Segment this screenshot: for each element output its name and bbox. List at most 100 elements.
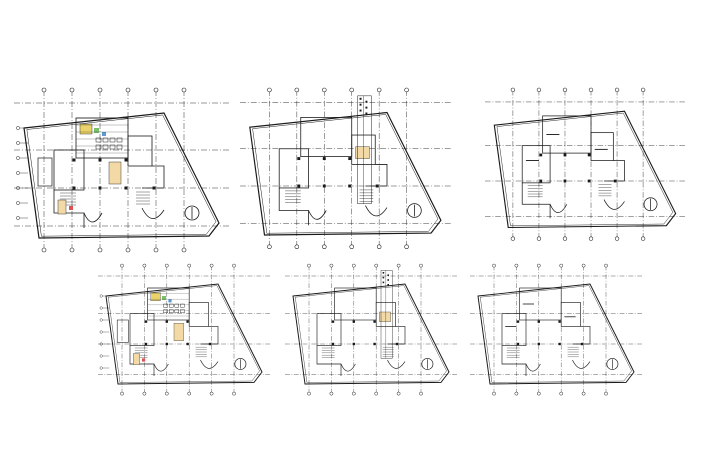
grid-bubble [536,391,541,396]
grid-bubble [164,263,169,268]
room-fill [150,292,161,301]
grid-bubble [322,244,327,250]
column [186,320,189,323]
column [387,274,389,276]
grid-bubble [351,263,356,268]
grid-bubble [153,87,159,93]
grid-bubble [374,263,379,268]
column [516,342,520,346]
grid-bubble [329,391,334,396]
grid-bubble [374,391,379,396]
room-fill [133,353,140,365]
dimension-bubble [16,171,20,175]
dimension-bubble [16,156,20,160]
column [395,342,399,346]
grid-bubble [376,244,382,250]
service-shaft [357,95,372,204]
column [587,153,591,157]
column [144,342,148,346]
column [72,186,76,190]
grid-bubble [232,391,236,396]
grid-bubble [396,263,401,268]
grid-bubble [588,87,594,92]
room-fill [57,199,67,215]
grid-bubble [97,247,103,253]
floor-plan-4 [98,263,271,396]
grid-bubble [142,263,147,268]
furniture-item [174,309,180,314]
floor-plan-2 [240,87,451,250]
site-boundary [477,283,635,385]
grid-bubble [69,247,75,253]
grid-bubble [349,87,354,93]
furniture-mark [162,296,166,300]
column [352,342,355,346]
grid-bubble [404,244,409,250]
grid-bubble [294,244,300,250]
room-fill [379,311,391,322]
column [144,320,148,323]
column [537,342,540,346]
column [165,320,168,323]
grid-bubble [376,87,382,93]
column [373,320,376,323]
grid-bubble [514,263,519,268]
grid-bubble [97,87,103,93]
wall-line [200,326,219,345]
column [563,153,567,157]
wall-line [521,182,551,219]
curved-wall [308,210,327,220]
column [186,342,189,346]
room-block [129,313,155,346]
furniture-mark [168,299,172,303]
furniture-item [102,144,109,150]
column [98,158,102,162]
wall-line [365,164,388,187]
room-fill [173,323,184,341]
wall-line [387,326,406,345]
column [98,186,102,190]
room-fill [355,146,370,159]
room-block [278,148,309,189]
furniture-item [109,137,116,143]
curved-wall [153,363,169,372]
site-boundary-inner [26,114,217,237]
dimension-bubble [99,366,103,370]
column [537,320,540,323]
grid-bubble [187,263,192,268]
grid-bubble [294,87,300,93]
column [208,342,212,346]
column [387,284,389,286]
wall-line [142,165,165,189]
site-boundary-inner [480,285,632,383]
dimension-bubble [16,186,20,190]
column [297,184,301,188]
column [613,179,617,183]
curved-wall [549,204,568,213]
grid-bubble [187,391,192,396]
furniture-item [116,137,123,143]
column [331,342,335,346]
floor-plan-1 [14,87,229,253]
column [72,158,76,162]
column [322,157,326,161]
curved-wall [200,359,219,369]
round-feature [643,197,658,212]
grid-bubble [120,263,124,268]
grid-bubble [614,87,620,92]
curved-wall [83,212,103,223]
grid-bubble [125,247,131,253]
dimension-bubble [99,330,103,334]
dimension-bubble [99,354,103,358]
column [382,276,385,279]
round-feature [421,358,434,370]
column [558,320,561,323]
furniture-item [169,303,174,308]
wall-line [501,345,527,377]
site-boundary [23,112,220,239]
grid-bubble [209,391,214,396]
floor-plan-6 [470,263,643,396]
grid-bubble [562,236,568,241]
room-fill [79,123,93,135]
